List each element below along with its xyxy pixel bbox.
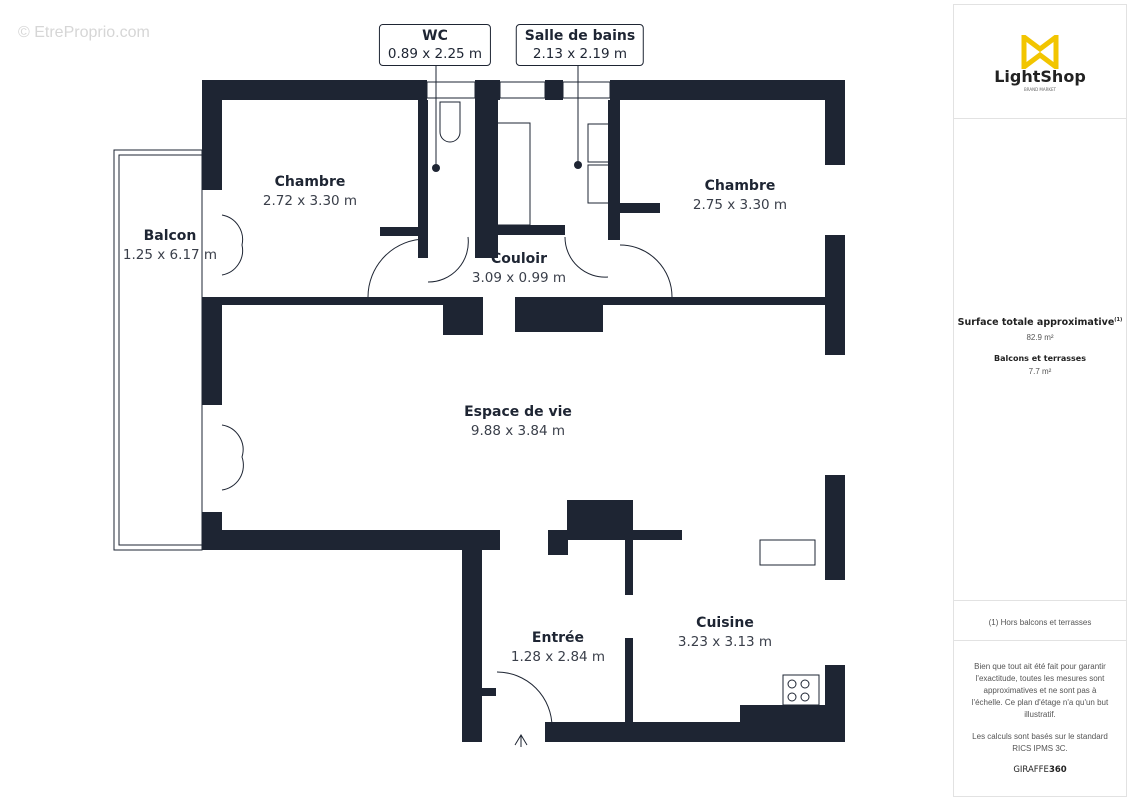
- footnote: (1) Hors balcons et terrasses: [988, 618, 1092, 627]
- fixtures: [113, 30, 820, 747]
- room-name: Chambre: [274, 174, 346, 190]
- room-balcon: Balcon 1.25 x 6.17 m: [123, 228, 217, 263]
- balcons-value: 7.7 m²: [1028, 367, 1052, 377]
- surface-label: Surface totale approximative: [957, 317, 1115, 329]
- room-name: Espace de vie: [464, 404, 572, 420]
- room-cuisine: Cuisine 3.23 x 3.13 m: [678, 615, 772, 650]
- disclaimer: Bien que tout ait été fait pour garantir…: [971, 662, 1109, 719]
- balcons-label: Balcons et terrasses: [993, 354, 1086, 364]
- disclaimer-section: Bien que tout ait été fait pour garantir…: [954, 640, 1126, 797]
- room-dims: 2.72 x 3.30 m: [262, 193, 358, 209]
- room-dims: 1.28 x 2.84 m: [510, 649, 606, 665]
- giraffe360-brand: GIRAFFE360: [954, 765, 1126, 775]
- room-espace-de-vie: Espace de vie 9.88 x 3.84 m: [464, 404, 572, 439]
- room-name: Salle de bains: [524, 28, 636, 44]
- room-chambre-1: Chambre 2.72 x 3.30 m: [263, 174, 357, 209]
- standard-note: Les calculs sont basés sur le standard R…: [972, 732, 1108, 753]
- room-dims: 9.88 x 3.84 m: [470, 423, 566, 439]
- surface-sup: (1): [1114, 317, 1123, 323]
- room-name: Balcon: [143, 228, 197, 244]
- room-dims: 3.09 x 0.99 m: [471, 270, 567, 286]
- room-dims: 2.75 x 3.30 m: [692, 197, 788, 213]
- room-name: Chambre: [704, 178, 776, 194]
- room-name: Cuisine: [696, 615, 754, 631]
- surface-value: 82.9 m²: [1026, 333, 1054, 343]
- room-name: Couloir: [491, 251, 547, 267]
- room-dims: 1.25 x 6.17 m: [122, 247, 218, 263]
- watermark: © EtreProprio.com: [18, 24, 150, 41]
- room-chambre-2: Chambre 2.75 x 3.30 m: [693, 178, 787, 213]
- callout-salle-de-bains: Salle de bains 2.13 x 2.19 m: [515, 24, 645, 66]
- room-name: WC: [422, 28, 448, 44]
- brand-part: GIRAFFE: [1013, 765, 1049, 775]
- logo-subtext: BRAND MARKET: [1023, 87, 1056, 92]
- room-dims: 3.23 x 3.13 m: [677, 634, 773, 650]
- lightshop-logo: LightShop BRAND MARKET: [954, 5, 1126, 118]
- walls: [202, 80, 845, 742]
- floor-plan: [113, 30, 845, 747]
- room-dims: 0.89 x 2.25 m: [387, 46, 483, 62]
- logo-text: LightShop: [994, 67, 1086, 86]
- callout-wc: WC 0.89 x 2.25 m: [378, 24, 492, 66]
- room-couloir: Couloir 3.09 x 0.99 m: [472, 251, 566, 286]
- info-panel: LightShop BRAND MARKET Surface totale ap…: [953, 4, 1127, 797]
- footnote-section: (1) Hors balcons et terrasses: [954, 600, 1126, 641]
- brand-part-bold: 360: [1048, 765, 1067, 775]
- room-name: Entrée: [531, 630, 585, 646]
- room-entree: Entrée 1.28 x 2.84 m: [511, 630, 605, 665]
- room-dims: 2.13 x 2.19 m: [532, 46, 628, 62]
- surface-section: Surface totale approximative(1) 82.9 m² …: [954, 118, 1126, 601]
- logo-icon: [1021, 35, 1059, 69]
